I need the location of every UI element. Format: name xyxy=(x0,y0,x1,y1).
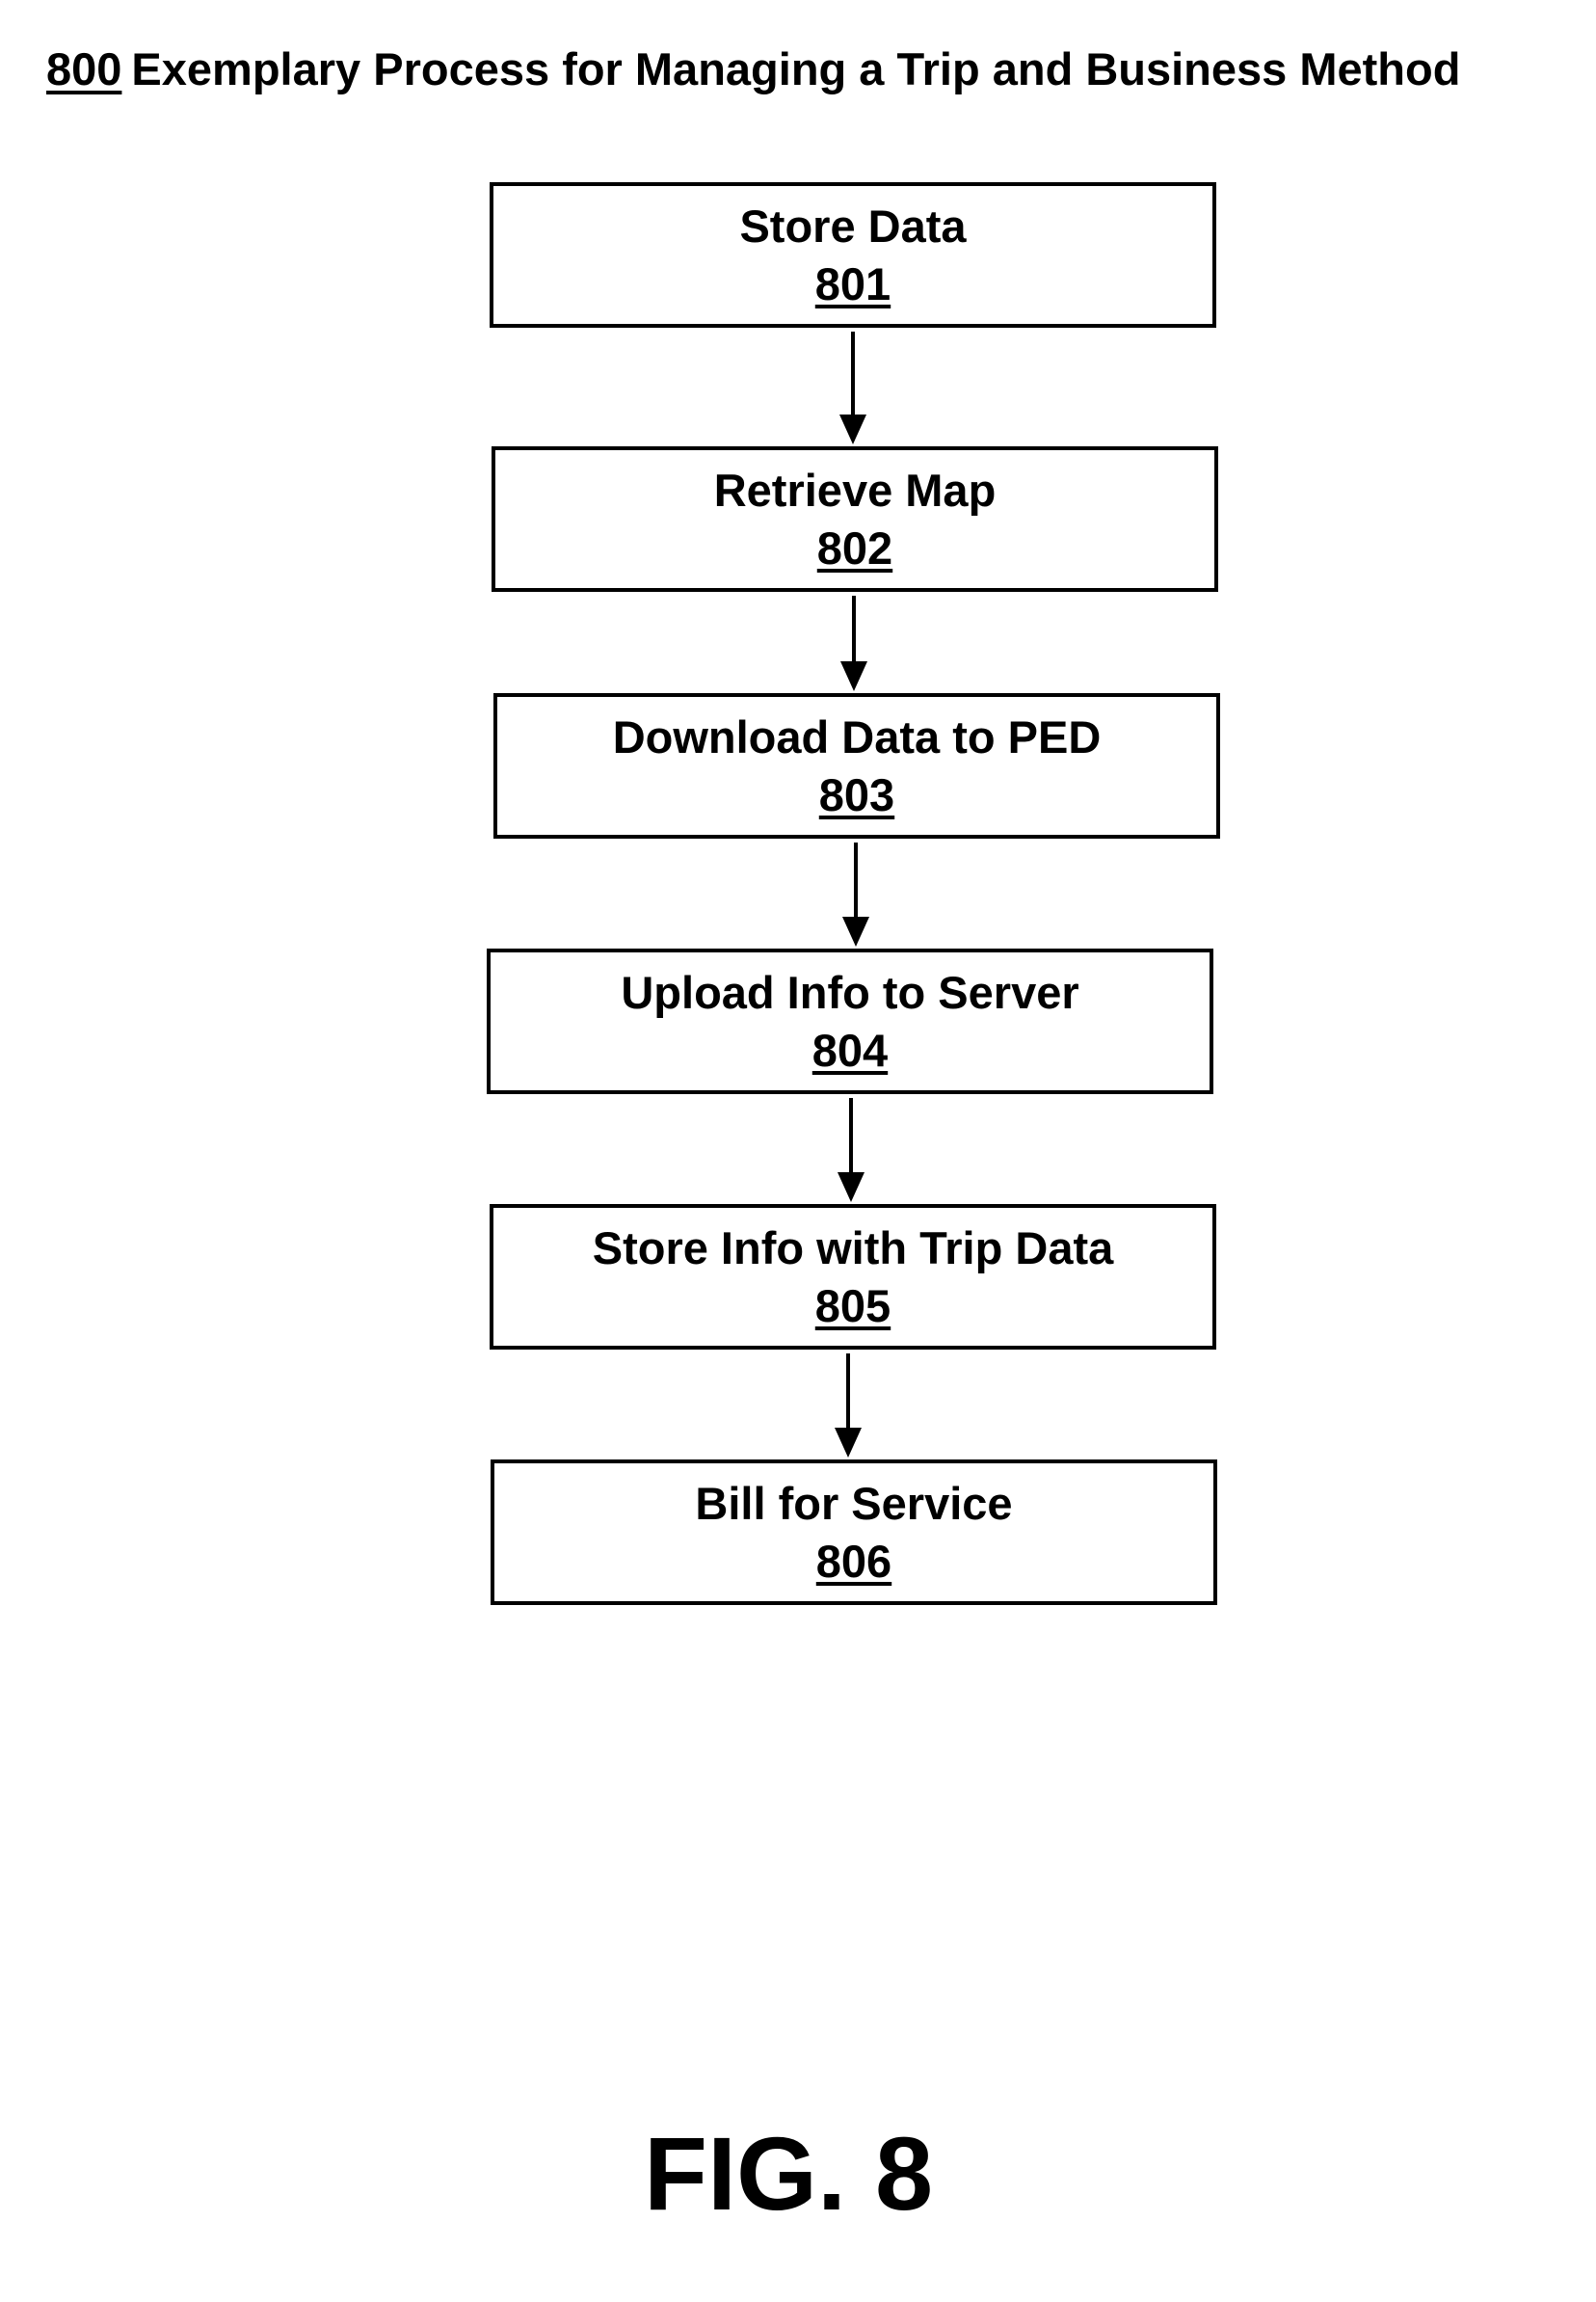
step-box-store-data: Store Data 801 xyxy=(490,182,1216,328)
figure-title-text: Exemplary Process for Managing a Trip an… xyxy=(131,43,1460,94)
step-ref-number: 802 xyxy=(817,520,892,577)
step-ref-number: 803 xyxy=(819,766,894,824)
figure-label: FIG. 8 xyxy=(0,2111,1577,2236)
step-label: Upload Info to Server xyxy=(621,964,1078,1022)
arrow-802-803 xyxy=(840,596,867,691)
step-ref-number: 804 xyxy=(812,1022,888,1080)
step-label: Store Info with Trip Data xyxy=(593,1219,1114,1277)
step-label: Download Data to PED xyxy=(613,709,1102,766)
step-box-download-data: Download Data to PED 803 xyxy=(493,693,1220,839)
step-ref-number: 806 xyxy=(816,1533,891,1591)
figure-ref-number: 800 xyxy=(46,43,121,94)
arrow-801-802 xyxy=(839,332,866,444)
step-box-retrieve-map: Retrieve Map 802 xyxy=(492,446,1218,592)
figure-title: 800Exemplary Process for Managing a Trip… xyxy=(46,42,1460,95)
step-ref-number: 805 xyxy=(815,1277,891,1335)
step-label: Retrieve Map xyxy=(714,462,997,520)
step-label: Bill for Service xyxy=(695,1475,1012,1533)
arrow-803-804 xyxy=(842,843,869,947)
step-box-store-info: Store Info with Trip Data 805 xyxy=(490,1204,1216,1350)
step-box-upload-info: Upload Info to Server 804 xyxy=(487,949,1213,1094)
arrow-804-805 xyxy=(838,1098,864,1202)
step-ref-number: 801 xyxy=(815,255,891,313)
step-box-bill-for-service: Bill for Service 806 xyxy=(491,1459,1217,1605)
arrow-805-806 xyxy=(835,1353,862,1458)
step-label: Store Data xyxy=(739,198,966,255)
